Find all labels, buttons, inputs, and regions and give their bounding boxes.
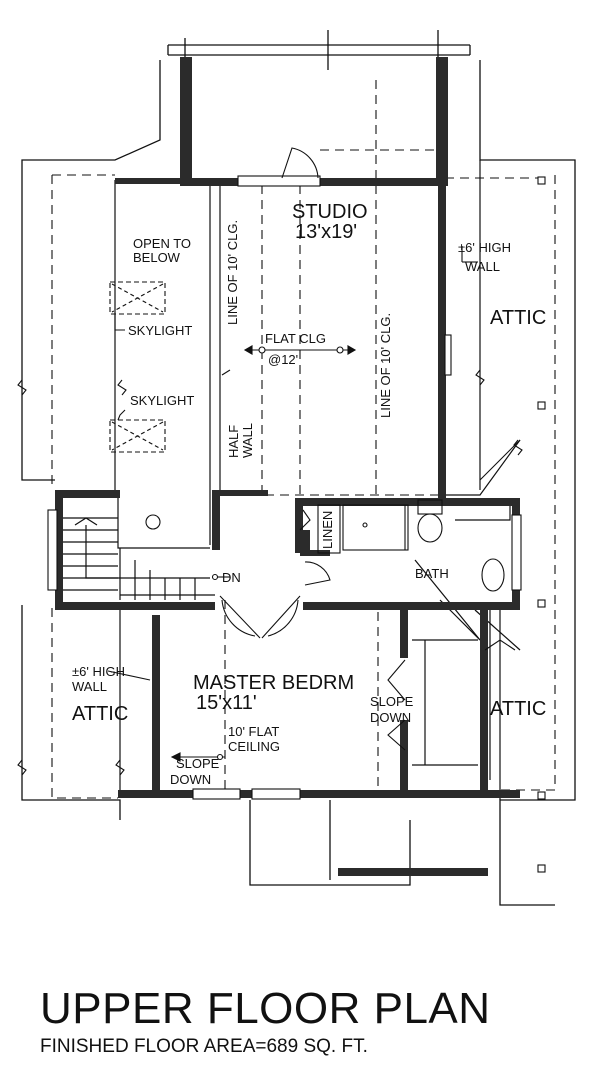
annotation-lines [107,246,478,762]
floor-area-caption: FINISHED FLOOR AREA=689 SQ. FT. [40,1036,368,1057]
high-wall-right-line1: ±6' HIGH [458,240,511,255]
flat-clg-height: @12' [268,352,298,367]
dashed-lines [51,80,556,799]
title-block: UPPER FLOOR PLAN FINISHED FLOOR AREA=689… [40,985,580,1059]
studio-label: STUDIO [292,201,368,223]
half-wall-line2: WALL [240,423,255,458]
break-marks [17,369,523,776]
bath-fixtures [145,499,505,592]
plan-title: UPPER FLOOR PLAN [40,984,491,1033]
slope-down-right-line1: SLOPE [370,694,414,709]
walls [55,57,520,876]
skylight-label-2: SKYLIGHT [130,393,194,408]
bath-label: BATH [415,566,449,581]
master-bedroom-label: MASTER BEDRM [193,672,354,694]
flat-ceiling-line1: 10' FLAT [228,724,279,739]
slope-down-left-line2: DOWN [170,772,211,787]
high-wall-right-line2: WALL [465,259,500,274]
high-wall-left-line1: ±6' HIGH [72,664,125,679]
floor-plan: STUDIO 13'x19' OPEN TO BELOW SKYLIGHT SK… [17,30,576,906]
post-markers [537,176,546,873]
slope-down-left-line1: SLOPE [176,756,220,771]
high-wall-left-line2: WALL [72,679,107,694]
attic-label-left: ATTIC [72,703,128,725]
attic-label-lower-right: ATTIC [490,698,546,720]
dn-label: DN [222,570,241,585]
thin-lines [60,160,521,800]
half-wall-line1: HALF [226,425,241,458]
line-of-clg-left: LINE OF 10' CLG. [225,220,240,325]
master-bedroom-size: 15'x11' [196,692,257,714]
open-to-below-line2: BELOW [133,250,181,265]
slope-down-right-line2: DOWN [370,710,411,725]
flat-ceiling-line2: CEILING [228,739,280,754]
attic-label-upper-right: ATTIC [490,307,546,329]
open-to-below-line1: OPEN TO [133,236,191,251]
doors [219,147,521,751]
windows [47,175,522,800]
flat-clg-label: FLAT CLG [265,331,326,346]
linen-label: LINEN [320,511,335,549]
skylight-symbols [109,281,166,453]
line-of-clg-right: LINE OF 10' CLG. [378,313,393,418]
studio-size: 13'x19' [295,221,357,243]
skylight-label-1: SKYLIGHT [128,323,192,338]
